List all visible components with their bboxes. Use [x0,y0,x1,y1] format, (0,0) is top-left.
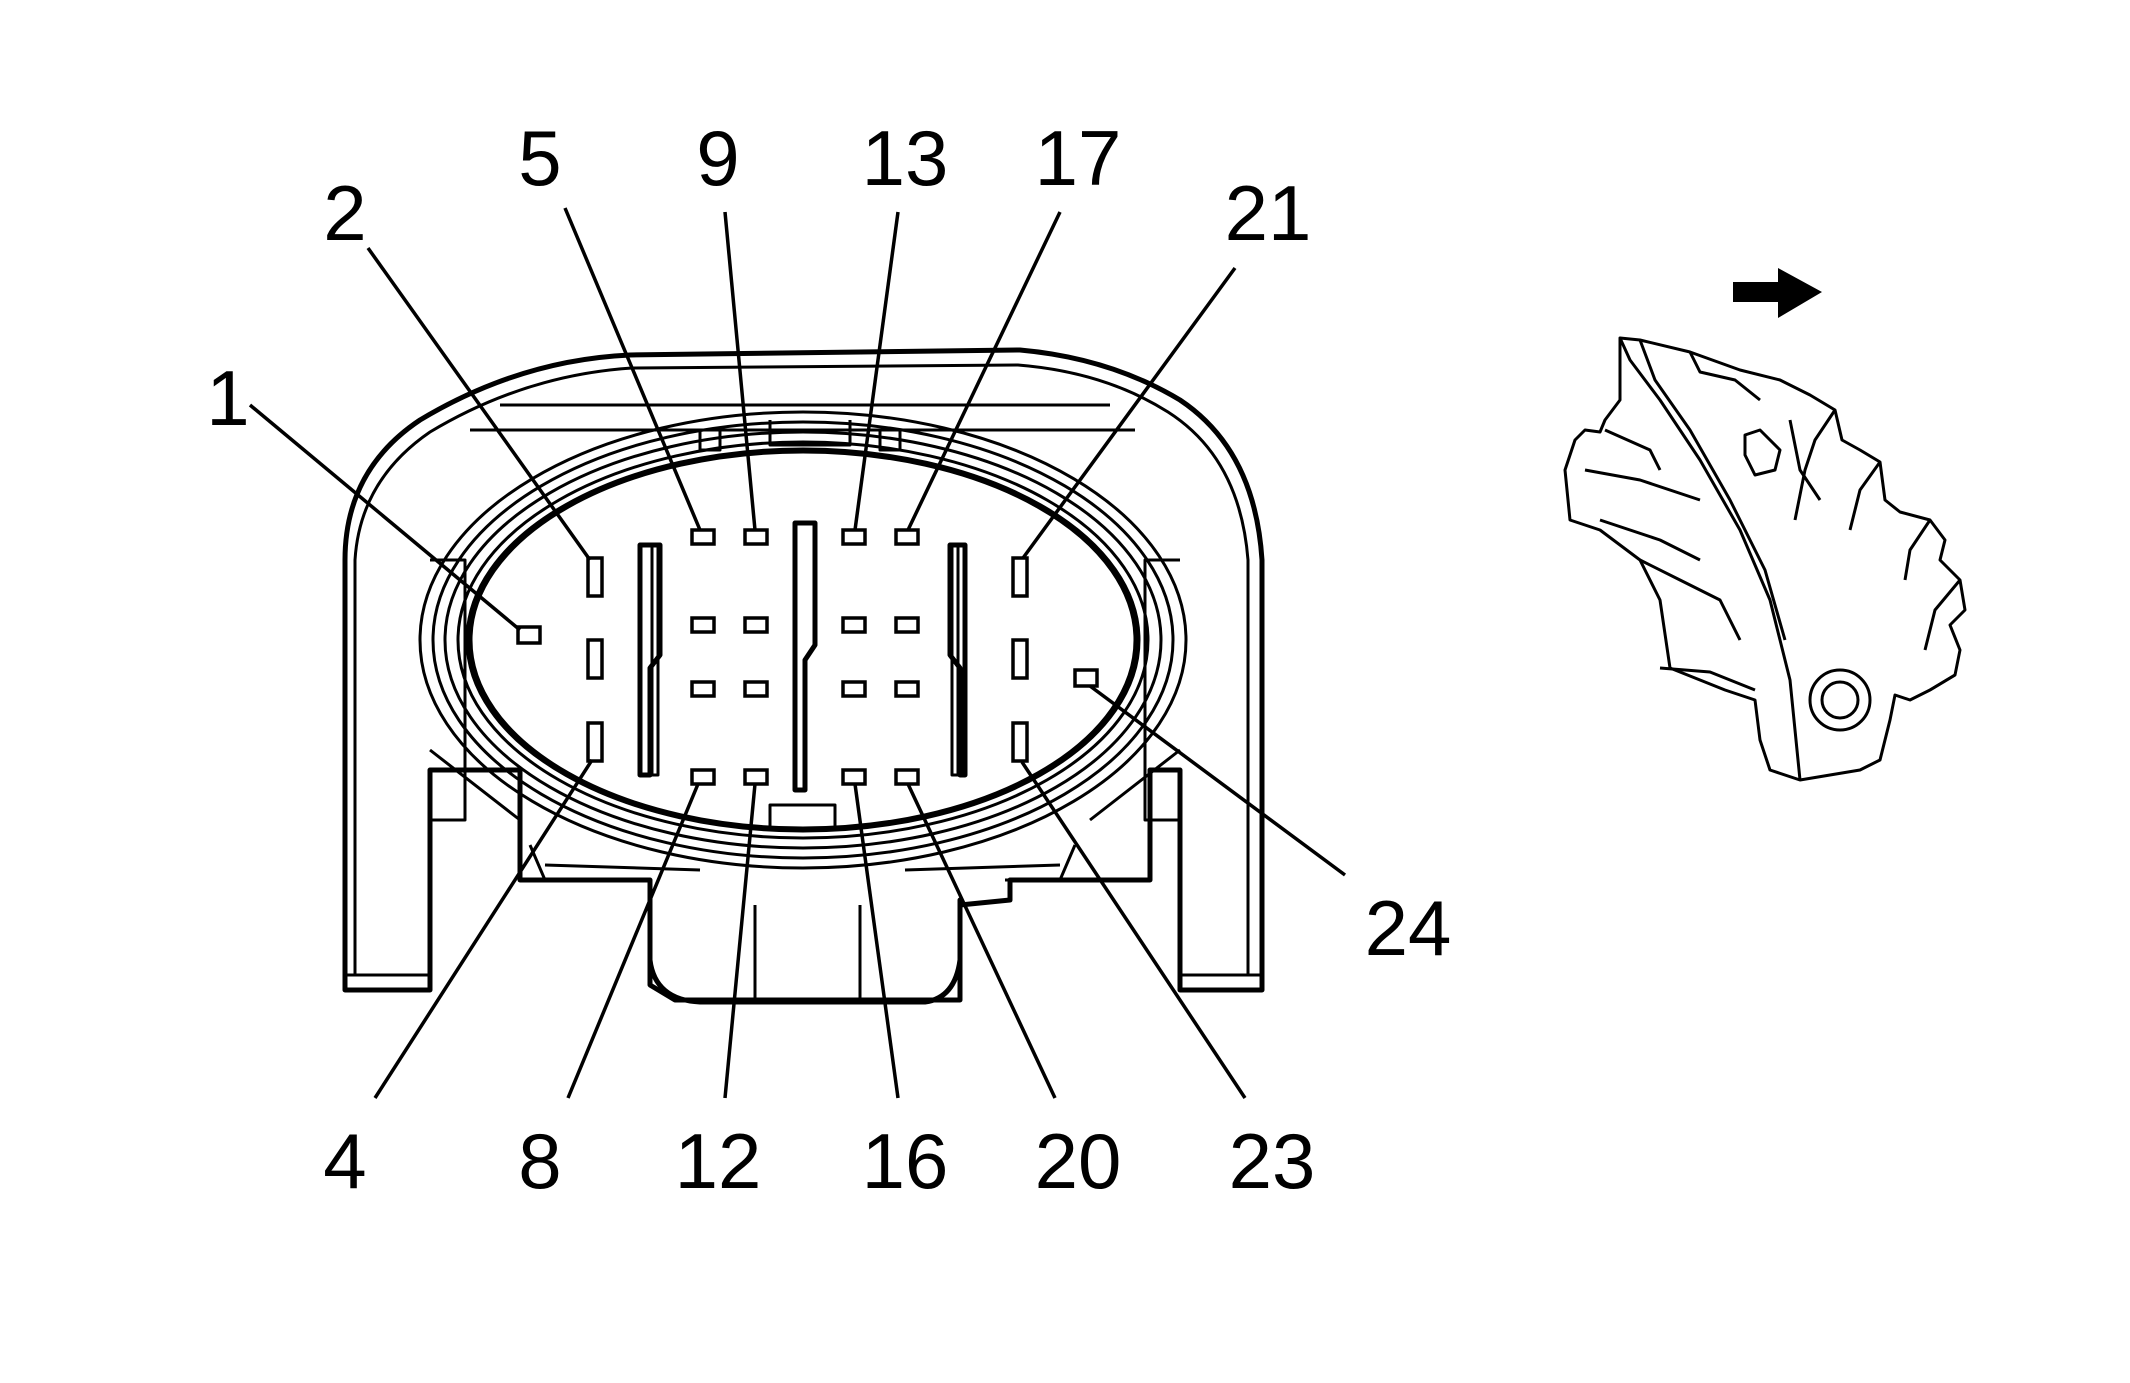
cavity-20 [894,768,920,786]
cavity-14 [841,616,867,634]
cavity-18 [894,616,920,634]
cavity-6 [690,616,716,634]
cavity-13 [841,528,867,546]
cavity-7 [690,680,716,698]
pin-labels: 1 2 5 9 13 17 21 4 8 12 16 20 23 24 [206,114,1451,1205]
leader-lines [248,207,1347,1099]
cavity-19 [894,680,920,698]
pin-label-8: 8 [518,1117,561,1205]
pin-label-2: 2 [323,169,366,257]
cavity-21 [1011,556,1029,598]
cavity-22 [1011,638,1029,680]
cavity-10 [743,616,769,634]
cavity-4 [586,721,604,763]
cavity-3 [586,638,604,680]
pin-label-24: 24 [1365,884,1452,972]
terminal-partitions [637,520,968,793]
pin-label-9: 9 [696,114,739,202]
pin-label-21: 21 [1225,169,1312,257]
cavity-8 [690,768,716,786]
pin-label-23: 23 [1229,1117,1316,1205]
pin-label-1: 1 [206,354,249,442]
pin-label-16: 16 [862,1117,949,1205]
connector-isometric-icon [1563,336,1967,782]
pin-label-4: 4 [323,1117,366,1205]
connector-housing [342,347,1265,1005]
cavity-16 [841,768,867,786]
pin-label-20: 20 [1035,1117,1122,1205]
cavity-23 [1011,721,1029,763]
pin-cavities [516,528,1099,786]
cavity-1 [516,625,542,645]
cavity-12 [743,768,769,786]
pin-label-17: 17 [1035,114,1122,202]
pin-label-5: 5 [518,114,561,202]
cavity-24 [1073,668,1099,688]
cavity-9 [743,528,769,546]
right-arrow-icon [1733,268,1822,318]
cavity-2 [586,556,604,598]
pin-label-13: 13 [862,114,949,202]
pin-label-12: 12 [675,1117,762,1205]
cavity-17 [894,528,920,546]
cavity-5 [690,528,716,546]
cavity-15 [841,680,867,698]
cavity-11 [743,680,769,698]
